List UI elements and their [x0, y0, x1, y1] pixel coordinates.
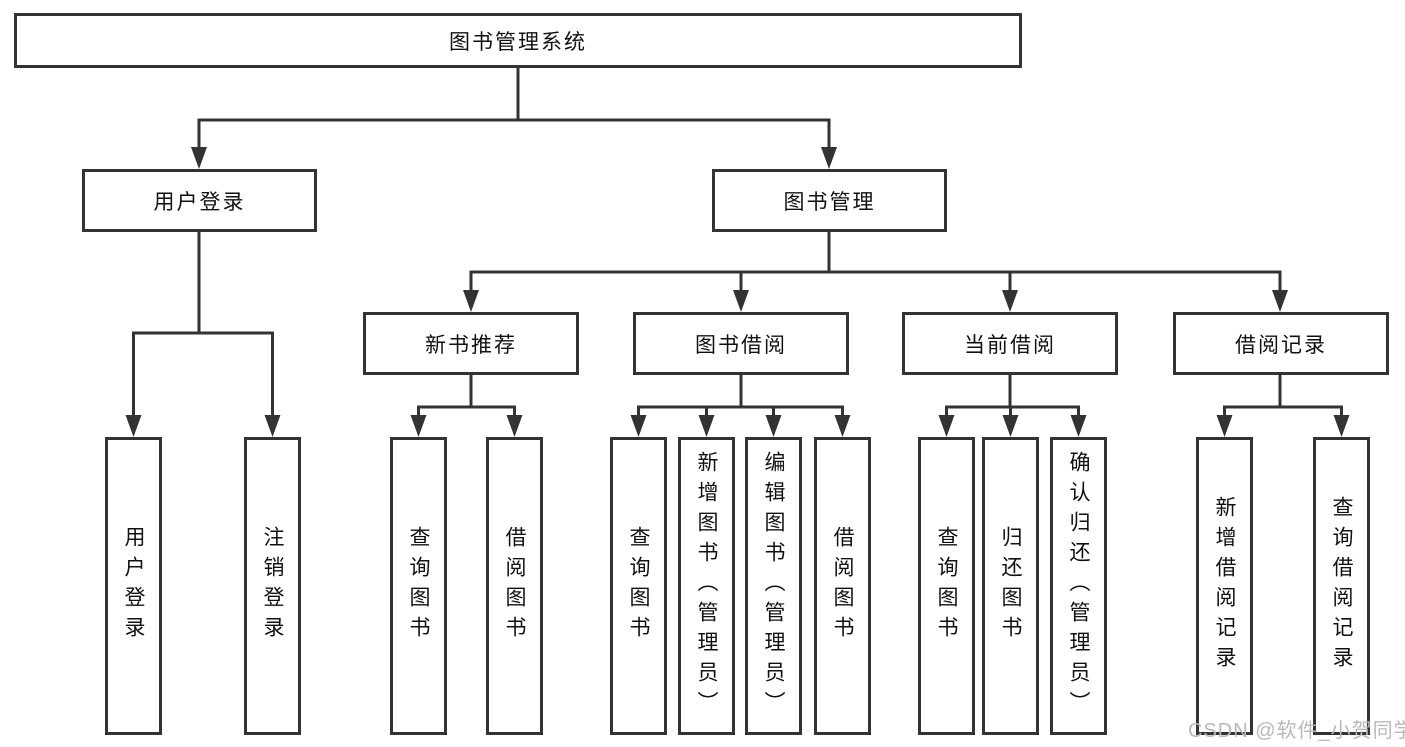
leaf-query-books-current: 查询图书: [918, 437, 975, 735]
leaf-query-books-borrow: 查询图书: [610, 437, 667, 735]
node-book-borrowing: 图书借阅: [633, 312, 849, 375]
leaf-edit-books-admin: 编辑图书（管理员）: [745, 437, 802, 735]
leaf-borrow-books: 借阅图书: [814, 437, 871, 735]
leaf-add-books-admin: 新增图书（管理员）: [678, 437, 735, 735]
node-new-book-recommendation: 新书推荐: [363, 312, 579, 375]
leaf-return-books: 归还图书: [982, 437, 1039, 735]
node-user-login: 用户登录: [82, 169, 317, 232]
leaf-logout: 注销登录: [244, 437, 301, 735]
leaf-confirm-return-admin: 确认归还（管理员）: [1050, 437, 1107, 735]
node-book-management: 图书管理: [712, 169, 947, 232]
node-library-management-system: 图书管理系统: [14, 13, 1022, 68]
leaf-borrow-books-recommend: 借阅图书: [486, 437, 543, 735]
leaf-query-books-recommend: 查询图书: [390, 437, 447, 735]
leaf-user-login: 用户登录: [105, 437, 162, 735]
csdn-watermark: CSDN @软件_小贺同学: [1188, 720, 1405, 742]
leaf-query-borrow-record: 查询借阅记录: [1313, 437, 1370, 735]
node-current-borrowing: 当前借阅: [902, 312, 1118, 375]
node-borrowing-records: 借阅记录: [1173, 312, 1389, 375]
arrowheads: [125, 147, 1350, 437]
leaf-add-borrow-record: 新增借阅记录: [1196, 437, 1253, 735]
